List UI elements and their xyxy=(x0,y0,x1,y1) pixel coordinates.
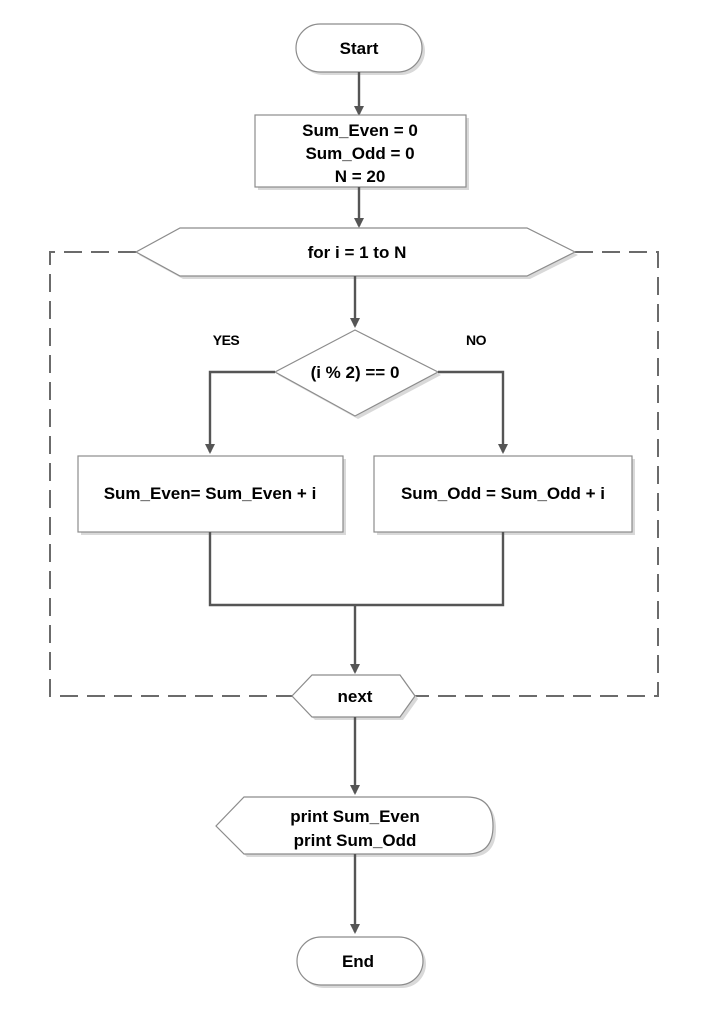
odd-step-label: Sum_Odd = Sum_Odd + i xyxy=(401,484,605,503)
even-step-label: Sum_Even= Sum_Even + i xyxy=(104,484,317,503)
init-process-box: Sum_Even = 0 Sum_Odd = 0 N = 20 xyxy=(254,114,469,190)
decision-label: (i % 2) == 0 xyxy=(311,363,400,382)
loop-header-hexagon: for i = 1 to N xyxy=(134,227,578,279)
end-label: End xyxy=(342,952,374,971)
output-display-shape: print Sum_Even print Sum_Odd xyxy=(215,796,496,857)
end-terminator: End xyxy=(296,936,426,988)
merge-connector xyxy=(208,532,505,607)
yes-label: YES xyxy=(213,332,240,348)
start-terminator: Start xyxy=(295,23,425,75)
loop-boundary-left xyxy=(49,251,292,697)
arrow-no-branch xyxy=(438,370,508,454)
next-label: next xyxy=(338,687,373,706)
output-line-2: print Sum_Odd xyxy=(294,831,417,850)
start-label: Start xyxy=(340,39,379,58)
loop-boundary-right xyxy=(415,251,659,697)
init-line-2: Sum_Odd = 0 xyxy=(305,144,414,163)
odd-process-box: Sum_Odd = Sum_Odd + i xyxy=(373,455,635,535)
init-line-1: Sum_Even = 0 xyxy=(302,121,418,140)
loop-label: for i = 1 to N xyxy=(308,243,407,262)
arrow-yes-branch xyxy=(205,370,275,454)
output-line-1: print Sum_Even xyxy=(290,807,419,826)
even-process-box: Sum_Even= Sum_Even + i xyxy=(77,455,346,535)
init-line-3: N = 20 xyxy=(335,167,386,186)
no-label: NO xyxy=(466,332,487,348)
decision-diamond: (i % 2) == 0 xyxy=(273,329,441,419)
next-hexagon: next xyxy=(291,674,418,720)
